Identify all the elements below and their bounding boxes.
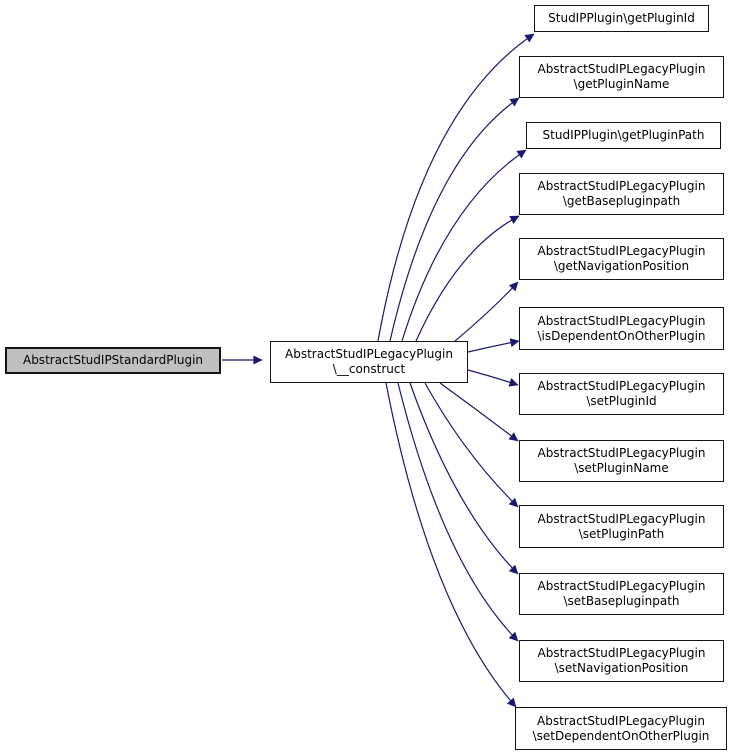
node-label-line2: \setPluginName [574,461,669,475]
node-get-plugin-path[interactable]: StudIPPlugin\getPluginPath [526,122,721,149]
edge-to-set-plugin-path [424,382,519,508]
node-set-plugin-name[interactable]: AbstractStudIPLegacyPlugin \setPluginNam… [519,440,724,482]
node-label-line1: AbstractStudIPLegacyPlugin [537,313,706,328]
edge-to-set-navigation-position [397,382,519,642]
node-is-dependent-on-other-plugin[interactable]: AbstractStudIPLegacyPlugin \isDependentO… [519,307,724,350]
edge-to-get-navigation-position [454,281,519,342]
node-set-plugin-id[interactable]: AbstractStudIPLegacyPlugin \setPluginId [519,373,724,415]
node-label-line1: AbstractStudIPLegacyPlugin [537,511,706,526]
node-label-line2: \setNavigationPosition [554,661,689,675]
node-set-dependent-on-other-plugin[interactable]: AbstractStudIPLegacyPlugin \setDependent… [515,707,727,750]
node-label-line1: AbstractStudIPLegacyPlugin [537,244,706,258]
node-get-plugin-name[interactable]: AbstractStudIPLegacyPlugin \getPluginNam… [519,56,724,98]
node-set-navigation-position[interactable]: AbstractStudIPLegacyPlugin \setNavigatio… [519,640,724,682]
edge-to-set-plugin-name [439,382,519,442]
node-label-line2: \getBasepluginpath [562,194,681,208]
node-abstract-studip-standard-plugin[interactable]: AbstractStudIPStandardPlugin [5,347,221,374]
node-label-line1: StudIPPlugin\getPluginPath [542,128,705,142]
node-label-line2: \__construct [332,362,406,376]
node-label-line1: AbstractStudIPLegacyPlugin [537,713,705,728]
node-label-line1: AbstractStudIPLegacyPlugin [537,62,706,76]
edge-to-get-plugin-name [389,97,520,342]
node-get-plugin-id[interactable]: StudIPPlugin\getPluginId [534,5,709,32]
node-label-line1: AbstractStudIPLegacyPlugin [537,646,706,660]
node-label-line1: AbstractStudIPLegacyPlugin [537,179,706,193]
edge-to-get-plugin-id [377,33,535,342]
node-get-basepluginpath[interactable]: AbstractStudIPLegacyPlugin \getBaseplugi… [519,173,724,215]
node-label-line2: \isDependentOnOtherPlugin [537,328,706,343]
node-label-line1: AbstractStudIPLegacyPlugin [537,379,706,393]
node-construct[interactable]: AbstractStudIPLegacyPlugin \__construct [270,341,468,383]
edge-to-get-plugin-path [401,149,527,342]
node-label-line2: \getPluginName [573,77,670,91]
node-label-line2: \setPluginPath [578,526,665,541]
node-label: AbstractStudIPStandardPlugin [22,353,204,367]
node-label-line2: \setDependentOnOtherPlugin [532,728,710,743]
node-set-basepluginpath[interactable]: AbstractStudIPLegacyPlugin \setBaseplugi… [519,573,724,615]
node-label-line2: \getNavigationPosition [553,259,690,273]
edge-to-is-dependent-on-other-plugin [467,338,520,353]
node-set-plugin-path[interactable]: AbstractStudIPLegacyPlugin \setPluginPat… [519,505,724,548]
edge-to-set-plugin-id [467,369,519,387]
node-label-line2: \setPluginId [586,394,657,408]
edge-to-get-basepluginpath [415,215,520,342]
node-label-line1: AbstractStudIPLegacyPlugin [537,446,706,460]
node-label-line1: AbstractStudIPLegacyPlugin [537,579,706,593]
edge-to-set-dependent-on-other-plugin [385,382,517,708]
edge-to-set-basepluginpath [409,382,519,575]
node-label-line1: AbstractStudIPLegacyPlugin [285,347,453,361]
node-label-line2: \setBasepluginpath [563,594,680,608]
node-get-navigation-position[interactable]: AbstractStudIPLegacyPlugin \getNavigatio… [519,238,724,280]
node-label-line1: StudIPPlugin\getPluginId [548,11,695,25]
